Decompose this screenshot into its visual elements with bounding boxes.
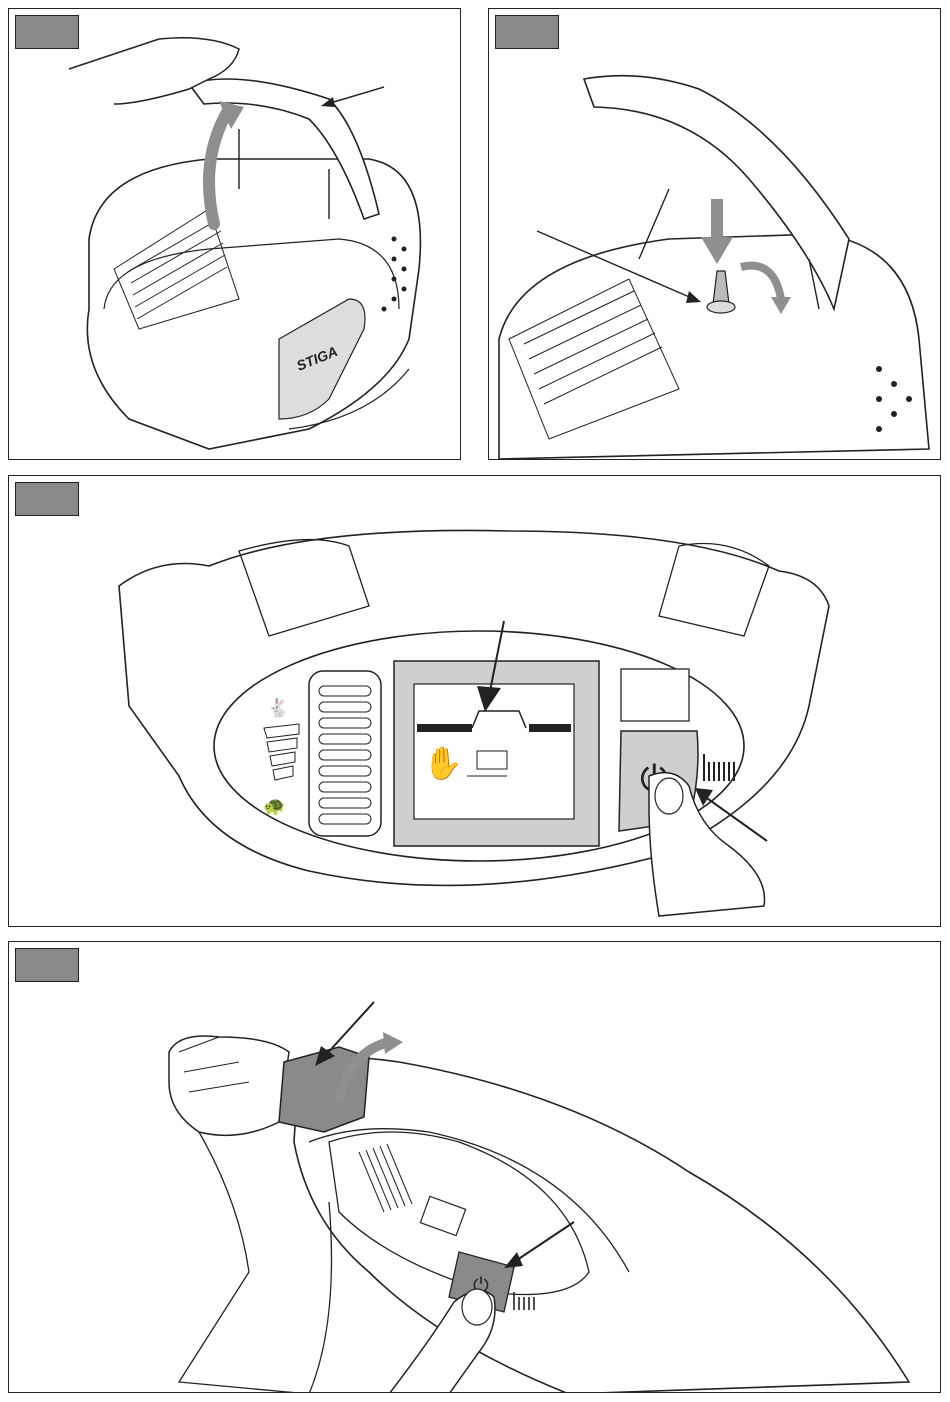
hand-stop-icon: ✋ [423,745,463,781]
panel-1: STIGA [8,8,461,460]
panel-4: ⏻ [8,941,941,1393]
panel-3: 🐇 🐢 ✋ ⏻ [8,475,941,927]
open-battery-compartment-illustration [489,9,941,460]
lift-cover-illustration: STIGA [9,9,461,460]
hand-pressing-power-button-illustration: ⏻ [9,942,941,1393]
turtle-icon: 🐢 [263,796,285,816]
control-panel-power-button-illustration: 🐇 🐢 ✋ ⏻ [9,476,941,927]
panel-2 [488,8,941,460]
rabbit-icon: 🐇 [267,697,289,718]
